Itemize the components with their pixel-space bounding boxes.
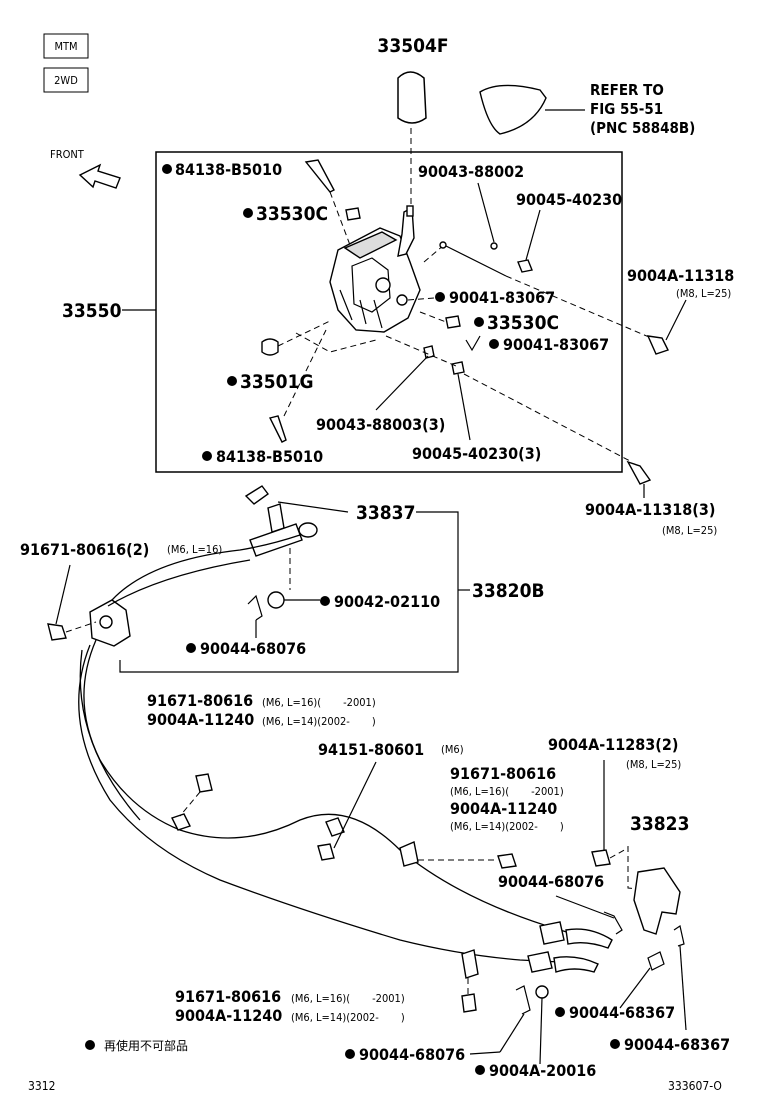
label-bolt-m8-lower-spec: (M8, L=25)	[662, 524, 717, 537]
shift-boot-icon	[479, 84, 547, 135]
label-bushing-c-lower: 33530C	[487, 312, 559, 334]
bolt-b-icon	[317, 843, 335, 861]
bolt-m8-lower-icon	[626, 460, 652, 485]
label-shift-lever-assy: 33550	[62, 300, 122, 322]
bolt-d-icon	[461, 993, 477, 1013]
bolt-m8-upper-icon	[646, 335, 669, 355]
nut-lower-icon	[451, 361, 465, 375]
label-cable-end: 33837	[356, 502, 415, 524]
bolt-c-icon	[497, 853, 517, 869]
clip-lower-icon	[465, 335, 481, 352]
label-bolt-d1: 91671-80616	[175, 987, 281, 1006]
bolt-a-icon	[195, 773, 213, 793]
nut-upper-icon	[517, 259, 533, 273]
label-bolt-m8-lower: 9004A-11318(3)	[585, 500, 715, 519]
front-label: FRONT	[50, 148, 85, 161]
label-bolt-a1-spec: (M6, L=16)( -2001)	[262, 696, 376, 709]
footer-code: 333607-O	[668, 1079, 722, 1093]
label-clip-bottom: 90044-68076	[359, 1045, 465, 1064]
label-clip-lower: 90041-83067	[503, 335, 609, 354]
label-clip-mid: 90044-68076	[498, 872, 604, 891]
legend-bullet-icon	[85, 1040, 95, 1050]
label-bolt-plate: 91671-80616(2)	[20, 540, 149, 559]
shift-lever-assembly	[329, 205, 421, 333]
label-bolt-b: 94151-80601	[318, 740, 424, 759]
label-bracket: 33823	[630, 813, 689, 835]
assembly-frame	[155, 151, 623, 473]
svg-text:2WD: 2WD	[54, 74, 78, 87]
label-bolt-c1: 91671-80616	[450, 764, 556, 783]
washer-bottom-icon	[535, 985, 549, 999]
label-bolt-d1-spec: (M6, L=16)( -2001)	[291, 992, 405, 1005]
label-bolt-d2: 9004A-11240	[175, 1006, 282, 1025]
clip-r2-icon	[673, 925, 685, 947]
label-bushing-c-upper: 33530C	[256, 203, 328, 225]
label-bolt-a2: 9004A-11240	[147, 710, 254, 729]
label-bolt-plate-spec: (M6, L=16)	[167, 543, 222, 556]
label-bolt-bracket: 9004A-11283(2)	[548, 735, 678, 754]
label-clip-r1: 90044-68367	[569, 1003, 675, 1022]
label-bolt-c1-spec: (M6, L=16)( -2001)	[450, 785, 564, 798]
label-bolt-m8-upper-spec: (M8, L=25)	[676, 287, 731, 300]
bracket-icon	[633, 867, 681, 935]
pin-lower-icon	[423, 345, 435, 359]
label-bolt-a1: 91671-80616	[147, 691, 253, 710]
refer-line1: REFER TO	[590, 81, 664, 99]
label-clip-r2: 90044-68367	[624, 1035, 730, 1054]
label-bolt-bottom: 84138-B5010	[216, 447, 323, 466]
label-bolt-top: 84138-B5010	[175, 160, 282, 179]
tag-mtm: MTM	[43, 33, 89, 59]
bolt-top-icon	[304, 159, 335, 193]
clip-upper-cable-icon	[247, 594, 263, 621]
bushing-c-upper-icon	[345, 207, 361, 221]
shift-knob-icon	[397, 71, 427, 124]
footer-page: 3312	[28, 1079, 55, 1093]
label-bolt-m8-upper: 9004A-11318	[627, 266, 734, 285]
shift-cable	[78, 534, 613, 979]
bolt-bracket-icon	[591, 849, 611, 867]
label-washer: 90042-02110	[334, 592, 440, 611]
clip-r1-icon	[647, 951, 665, 971]
label-bushing-g: 33501G	[240, 371, 314, 393]
washer-icon	[267, 591, 285, 609]
label-nut-lower: 90045-40230(3)	[412, 444, 541, 463]
cable-end-icon	[244, 485, 269, 505]
clip-mid-icon	[603, 911, 623, 935]
label-pin-upper: 90043-88002	[418, 162, 524, 181]
label-bolt-a2-spec: (M6, L=14)(2002- )	[262, 715, 376, 728]
label-pin-lower: 90043-88003(3)	[316, 415, 445, 434]
bolt-plate-icon	[47, 623, 67, 641]
tag-2wd: 2WD	[43, 67, 89, 93]
clip-bottom-icon	[515, 985, 531, 1015]
label-nut-upper: 90045-40230	[516, 190, 622, 209]
bushing-g-icon	[261, 338, 279, 356]
refer-line3: (PNC 58848B)	[590, 119, 695, 137]
legend-text: 再使用不可部品	[104, 1038, 188, 1053]
front-arrow-icon	[78, 163, 121, 189]
label-cable-assy: 33820B	[472, 580, 545, 602]
label-clip-upper: 90041-83067	[449, 288, 555, 307]
refer-line2: FIG 55-51	[590, 100, 663, 118]
label-bolt-c2-spec: (M6, L=14)(2002- )	[450, 820, 564, 833]
label-knob: 33504F	[377, 35, 448, 57]
bolt-bottom-icon	[268, 415, 287, 443]
bushing-c-lower-icon	[445, 315, 461, 329]
label-clip-upper-cable: 90044-68076	[200, 639, 306, 658]
svg-text:MTM: MTM	[54, 40, 77, 53]
label-washer-bottom: 9004A-20016	[489, 1061, 596, 1080]
label-bolt-bracket-spec: (M8, L=25)	[626, 758, 681, 771]
label-bolt-d2-spec: (M6, L=14)(2002- )	[291, 1011, 405, 1024]
label-bolt-b-spec: (M6)	[441, 743, 464, 756]
label-bolt-c2: 9004A-11240	[450, 799, 557, 818]
